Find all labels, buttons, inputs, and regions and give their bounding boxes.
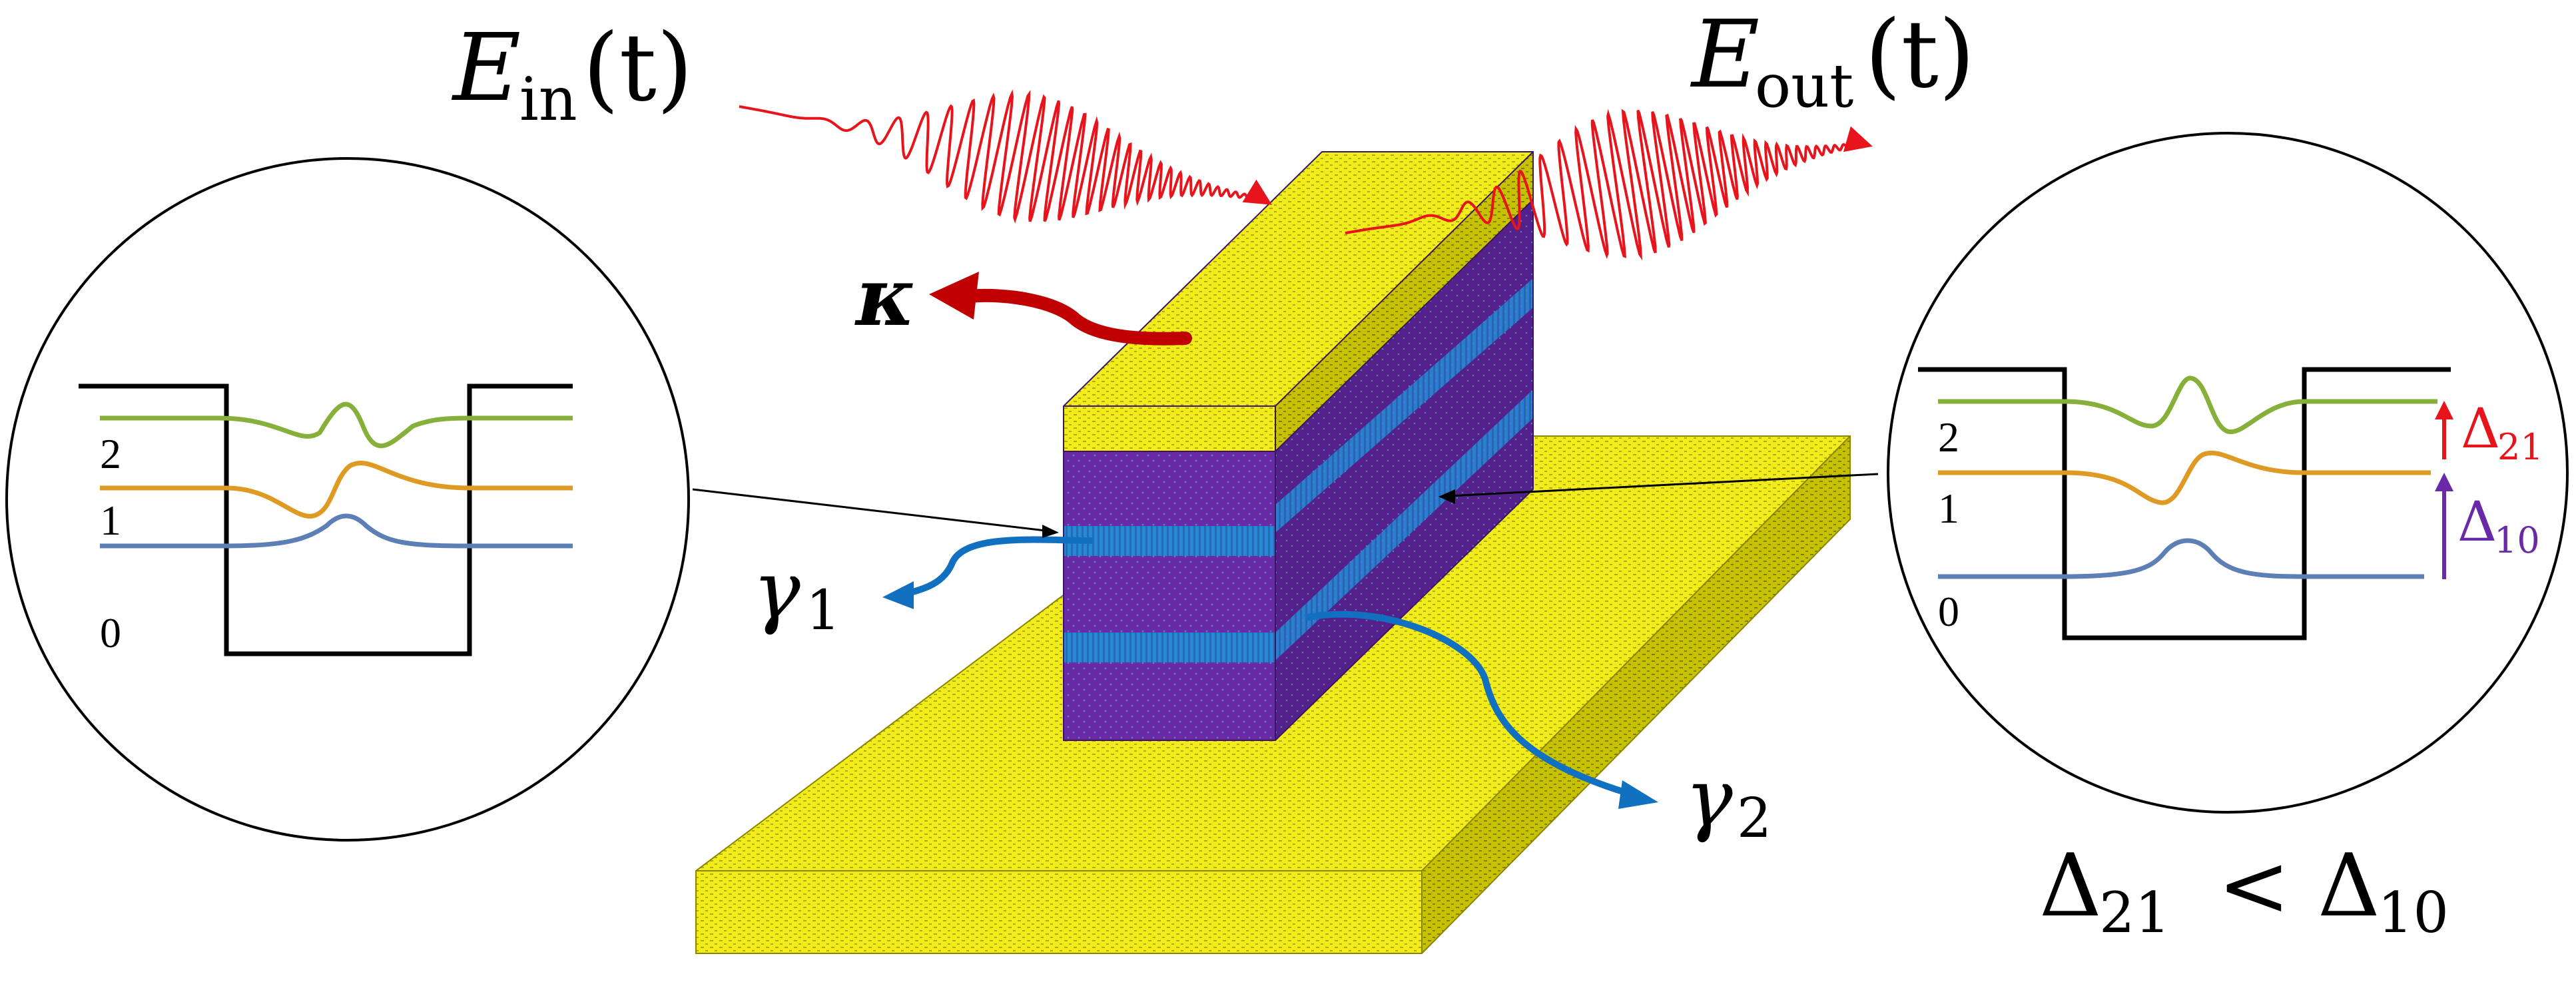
svg-text:Δ: Δ <box>2457 491 2497 554</box>
svg-text:γ: γ <box>753 545 801 637</box>
ridge-front-face <box>1064 451 1275 740</box>
gamma2-arrow <box>1304 611 1658 809</box>
svg-text:γ: γ <box>1685 752 1733 845</box>
left-level-0-wavefunction <box>100 513 573 549</box>
right-level-2-label: 2 <box>1938 413 1959 461</box>
svg-text:(t): (t) <box>1865 1 1975 109</box>
delta10-label: Δ 10 <box>2457 491 2540 561</box>
substrate-front-face <box>696 871 1422 953</box>
front-layer-upper <box>1064 526 1275 556</box>
svg-text:Δ: Δ <box>2461 397 2500 461</box>
gamma2-label: γ 2 <box>1685 752 1771 850</box>
input-pulse-wave <box>739 89 1273 224</box>
svg-text:10: 10 <box>2378 880 2449 945</box>
left-inset-circle <box>5 157 690 842</box>
svg-text:in: in <box>519 65 577 134</box>
kappa-loss-arrow <box>929 272 1192 346</box>
gamma1-arrow <box>882 536 1093 609</box>
left-level-0-label: 0 <box>100 609 121 656</box>
delta21-arrow <box>2435 401 2453 459</box>
left-level-1-label: 1 <box>100 497 121 544</box>
svg-text:out: out <box>1755 51 1853 121</box>
delta21-label: Δ 21 <box>2461 397 2543 468</box>
svg-text:10: 10 <box>2494 519 2540 561</box>
svg-text:21: 21 <box>2497 426 2543 468</box>
left-well-potential <box>79 383 573 656</box>
output-pulse-wave <box>1345 109 1873 261</box>
svg-text:<: < <box>2218 835 2290 936</box>
e-in-label: E in (t) <box>451 14 693 134</box>
delta10-arrow <box>2435 473 2453 579</box>
svg-text:(t): (t) <box>583 14 693 123</box>
kappa-label: κ <box>854 250 916 344</box>
left-level-2-label: 2 <box>100 430 121 477</box>
substrate-side-face <box>1422 436 1850 953</box>
right-level-0-wavefunction <box>1938 538 2424 579</box>
svg-text:E: E <box>451 14 521 123</box>
left-inset-pointer <box>692 488 1052 533</box>
side-layer-upper <box>1275 278 1533 533</box>
svg-text:21: 21 <box>2099 880 2170 945</box>
left-level-1-wavefunction <box>100 461 573 519</box>
e-out-label: E out (t) <box>1690 1 1975 121</box>
delta-relation: Δ 21 < Δ 10 <box>2039 835 2449 945</box>
right-level-1-wavefunction <box>1938 450 2431 505</box>
ridge-waveguide <box>1063 151 1534 741</box>
left-level-2-wavefunction <box>100 401 573 449</box>
svg-text:1: 1 <box>806 579 840 642</box>
ridge-cap-front <box>1064 406 1275 451</box>
right-level-1-label: 1 <box>1938 485 1959 532</box>
left-inset: 2 1 0 <box>5 157 690 842</box>
ridge-cap-side <box>1275 152 1533 451</box>
front-layer-lower <box>1064 632 1275 662</box>
svg-text:Δ: Δ <box>2039 835 2102 936</box>
svg-text:Δ: Δ <box>2318 835 2380 936</box>
right-level-2-wavefunction <box>1938 375 2437 435</box>
svg-text:E: E <box>1690 1 1760 109</box>
side-layer-lower <box>1275 389 1533 660</box>
right-inset-circle <box>1887 132 2569 814</box>
right-level-0-label: 0 <box>1938 588 1959 635</box>
gamma1-label: γ 1 <box>753 545 840 642</box>
right-inset: 2 1 0 Δ 21 Δ 10 <box>1887 132 2569 814</box>
right-well-potential <box>1918 367 2451 640</box>
right-inset-pointer <box>1448 473 1879 497</box>
svg-text:2: 2 <box>1737 787 1771 850</box>
